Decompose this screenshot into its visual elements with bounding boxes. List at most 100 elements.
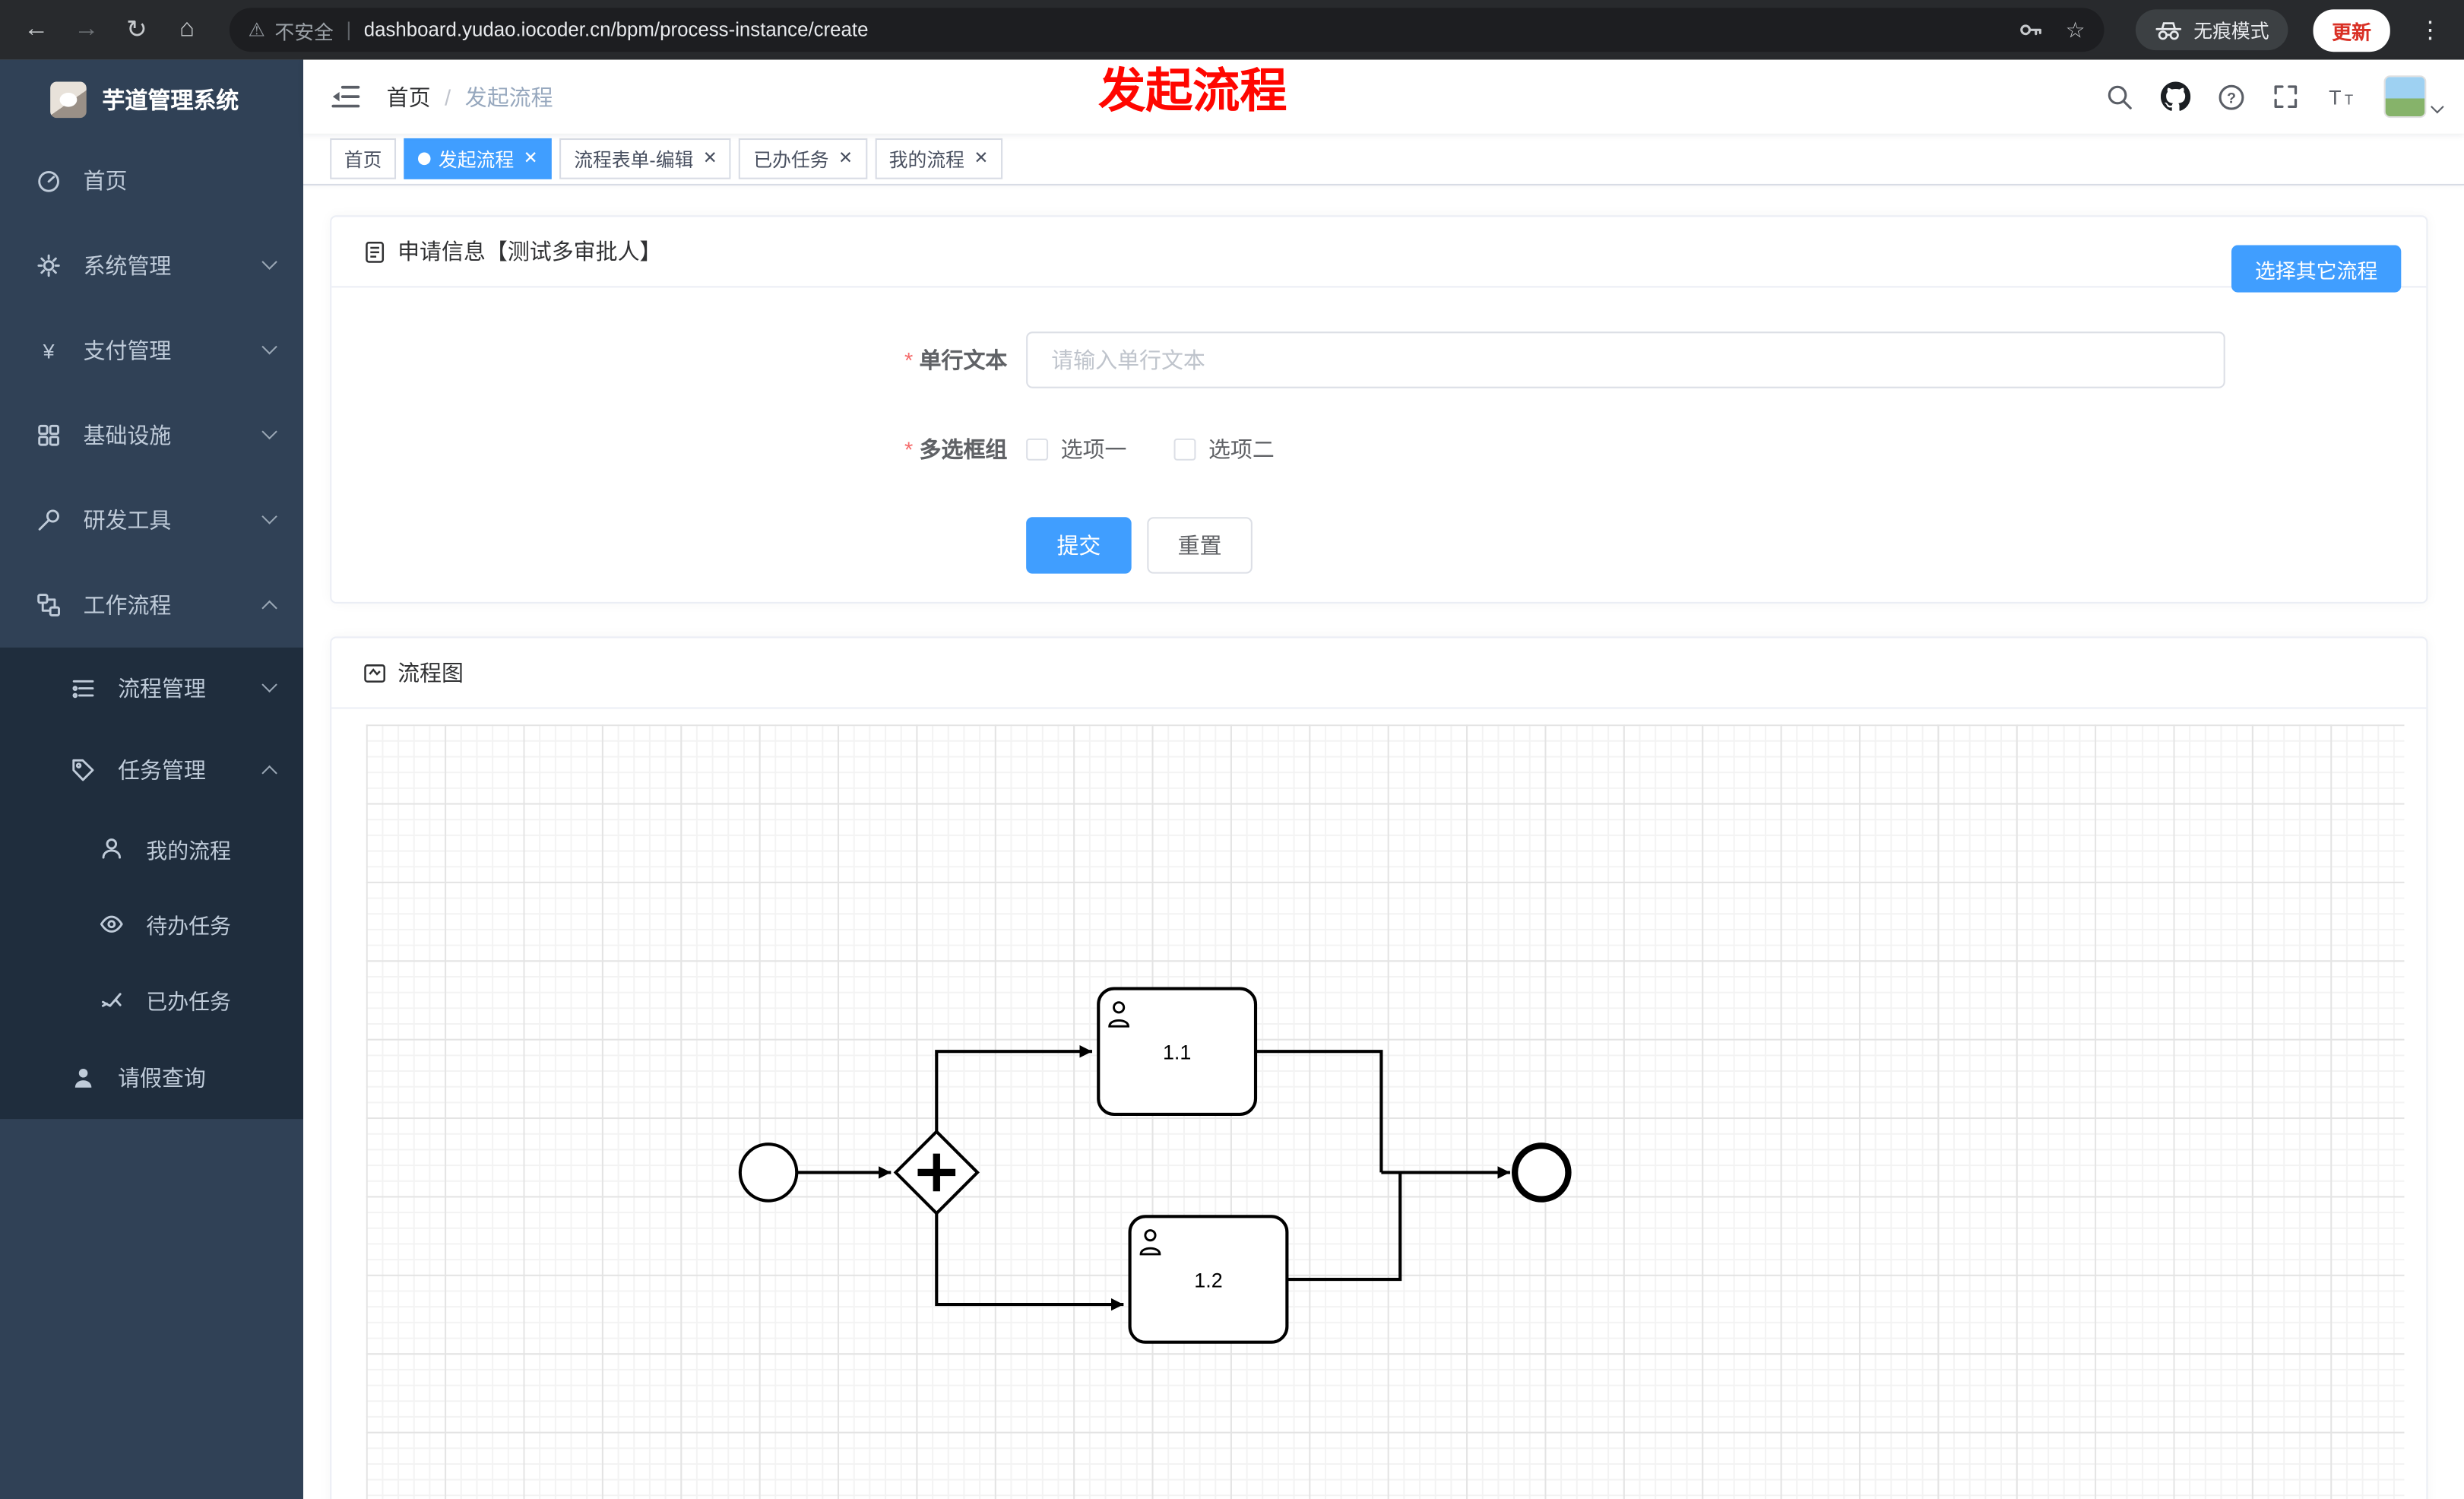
- chevron-up-icon: [261, 764, 277, 781]
- required-asterisk: *: [904, 347, 914, 373]
- sidebar-item-process-management[interactable]: 流程管理: [0, 648, 303, 730]
- browser-address-bar[interactable]: ⚠ 不安全 | dashboard.yudao.iocoder.cn/bpm/p…: [229, 8, 2105, 52]
- sidebar-item-label: 支付管理: [83, 338, 172, 363]
- browser-chrome: ← → ↻ ⌂ ⚠ 不安全 | dashboard.yudao.iocoder.…: [0, 0, 2464, 60]
- todo-eye-icon: [97, 911, 125, 936]
- bpmn-end-event[interactable]: [1512, 1142, 1572, 1203]
- sidebar-collapse-icon[interactable]: [330, 84, 361, 110]
- checkbox-option-1[interactable]: 选项一: [1026, 434, 1126, 465]
- app-logo[interactable]: 芋道管理系统: [0, 60, 303, 138]
- search-icon[interactable]: [2106, 83, 2134, 111]
- workflow-submenu: 流程管理 任务管理 我的流程 待办任务: [0, 647, 304, 1120]
- tabs-bar: 首页 发起流程 ✕ 流程表单-编辑 ✕ 已办任务 ✕ 我的流程 ✕: [303, 133, 2464, 185]
- breadcrumb-current: 发起流程: [464, 84, 553, 109]
- sidebar-item-label: 研发工具: [83, 507, 172, 533]
- user-icon: [69, 1066, 97, 1091]
- sidebar-item-done-tasks[interactable]: 已办任务: [0, 962, 303, 1037]
- apply-info-card: 申请信息【测试多审批人】 选择其它流程 *单行文本 *多选框组 选项一 选项二: [330, 215, 2428, 604]
- browser-menu-icon[interactable]: ⋮: [2418, 17, 2443, 44]
- tab-label: 我的流程: [888, 148, 964, 171]
- checkbox-option-2[interactable]: 选项二: [1173, 434, 1275, 465]
- user-avatar-menu[interactable]: [2383, 75, 2444, 119]
- close-icon[interactable]: ✕: [974, 148, 989, 168]
- bpmn-start-event[interactable]: [738, 1142, 799, 1203]
- select-other-process-button[interactable]: 选择其它流程: [2231, 245, 2402, 293]
- single-line-text-input[interactable]: [1026, 331, 2225, 388]
- close-icon[interactable]: ✕: [838, 148, 854, 168]
- sidebar-item-workflow[interactable]: 工作流程: [0, 563, 303, 648]
- plus-icon: [917, 1153, 956, 1192]
- sidebar-item-leave-query[interactable]: 请假查询: [0, 1038, 303, 1120]
- checkbox-icon[interactable]: [1026, 438, 1049, 461]
- flow-task-1-2-out: [1287, 1174, 1402, 1282]
- tab-done-tasks[interactable]: 已办任务 ✕: [739, 138, 867, 179]
- sidebar-item-label: 已办任务: [146, 990, 231, 1014]
- bpmn-user-task-1-1[interactable]: 1.1: [1097, 987, 1258, 1116]
- sidebar-item-payment[interactable]: ¥ 支付管理: [0, 308, 303, 393]
- submit-button[interactable]: 提交: [1026, 517, 1132, 574]
- browser-home-icon[interactable]: ⌂: [179, 15, 195, 43]
- tab-label: 流程表单-编辑: [574, 148, 694, 171]
- task-label: 1.1: [1163, 1041, 1191, 1064]
- done-check-icon: [97, 987, 125, 1012]
- close-icon[interactable]: ✕: [702, 148, 717, 168]
- checkbox-icon[interactable]: [1173, 438, 1196, 461]
- bpmn-canvas[interactable]: 1.1 1.2: [366, 724, 2405, 1499]
- tab-process-form-edit[interactable]: 流程表单-编辑 ✕: [559, 138, 732, 179]
- sidebar-item-todo-tasks[interactable]: 待办任务: [0, 886, 303, 962]
- bpmn-parallel-gateway[interactable]: [893, 1129, 980, 1216]
- infrastructure-icon: [34, 423, 62, 448]
- process-list-icon: [69, 676, 97, 701]
- browser-update-button[interactable]: 更新: [2313, 8, 2390, 52]
- app-title: 芋道管理系统: [102, 88, 239, 114]
- sidebar-item-system[interactable]: 系统管理: [0, 223, 303, 309]
- reset-button[interactable]: 重置: [1147, 517, 1253, 574]
- github-icon[interactable]: [2160, 81, 2191, 112]
- chevron-down-icon: [261, 676, 277, 692]
- tab-my-processes[interactable]: 我的流程 ✕: [875, 138, 1002, 179]
- svg-text:?: ?: [2227, 90, 2236, 106]
- process-diagram-card: 流程图: [330, 636, 2428, 1499]
- sidebar-item-label: 基础设施: [83, 423, 172, 448]
- close-icon[interactable]: ✕: [523, 148, 538, 168]
- flow-task-1-1-out: [1256, 1050, 1383, 1173]
- sidebar-item-task-management[interactable]: 任务管理: [0, 729, 303, 811]
- checkbox-label: 选项二: [1208, 436, 1275, 462]
- password-key-icon[interactable]: [2019, 17, 2044, 43]
- flow-gateway-to-task-1-2: [935, 1213, 1124, 1311]
- svg-text:T: T: [2329, 86, 2341, 109]
- browser-forward-icon[interactable]: →: [74, 15, 100, 43]
- tab-label: 首页: [344, 148, 382, 171]
- sidebar-item-infrastructure[interactable]: 基础设施: [0, 393, 303, 478]
- help-icon[interactable]: ?: [2217, 83, 2245, 111]
- omnibox-separator: |: [346, 18, 352, 41]
- sidebar-item-home[interactable]: 首页: [0, 138, 303, 223]
- incognito-icon: [2155, 21, 2182, 40]
- bpmn-user-task-1-2[interactable]: 1.2: [1128, 1215, 1289, 1344]
- sidebar-item-label: 首页: [83, 168, 128, 194]
- sidebar-item-devtools[interactable]: 研发工具: [0, 478, 303, 563]
- avatar: [2383, 75, 2427, 119]
- flow-gateway-to-task-1-1: [935, 1044, 1092, 1132]
- browser-back-icon[interactable]: ←: [24, 15, 49, 43]
- breadcrumb-home[interactable]: 首页: [386, 84, 431, 109]
- chevron-down-icon: [261, 253, 277, 269]
- tab-initiate-process[interactable]: 发起流程 ✕: [404, 138, 553, 179]
- chevron-down-icon: [261, 423, 277, 439]
- sidebar-item-my-processes[interactable]: 我的流程: [0, 811, 303, 886]
- checkbox-label: 选项一: [1060, 436, 1127, 462]
- diagram-card-title: 流程图: [397, 660, 464, 686]
- checkbox-group: 选项一 选项二: [1026, 426, 1275, 473]
- not-secure-label: 不安全: [274, 21, 334, 43]
- tab-label: 已办任务: [753, 148, 829, 171]
- browser-reload-icon[interactable]: ↻: [126, 17, 147, 44]
- bookmark-star-icon[interactable]: ☆: [2065, 16, 2086, 42]
- incognito-badge: 无痕模式: [2135, 9, 2288, 51]
- yen-icon: ¥: [43, 338, 55, 363]
- fullscreen-icon[interactable]: [2272, 84, 2299, 110]
- apply-card-header: 申请信息【测试多审批人】: [331, 217, 2427, 288]
- tab-home[interactable]: 首页: [330, 138, 397, 179]
- page-url: dashboard.yudao.iocoder.cn/bpm/process-i…: [363, 18, 869, 41]
